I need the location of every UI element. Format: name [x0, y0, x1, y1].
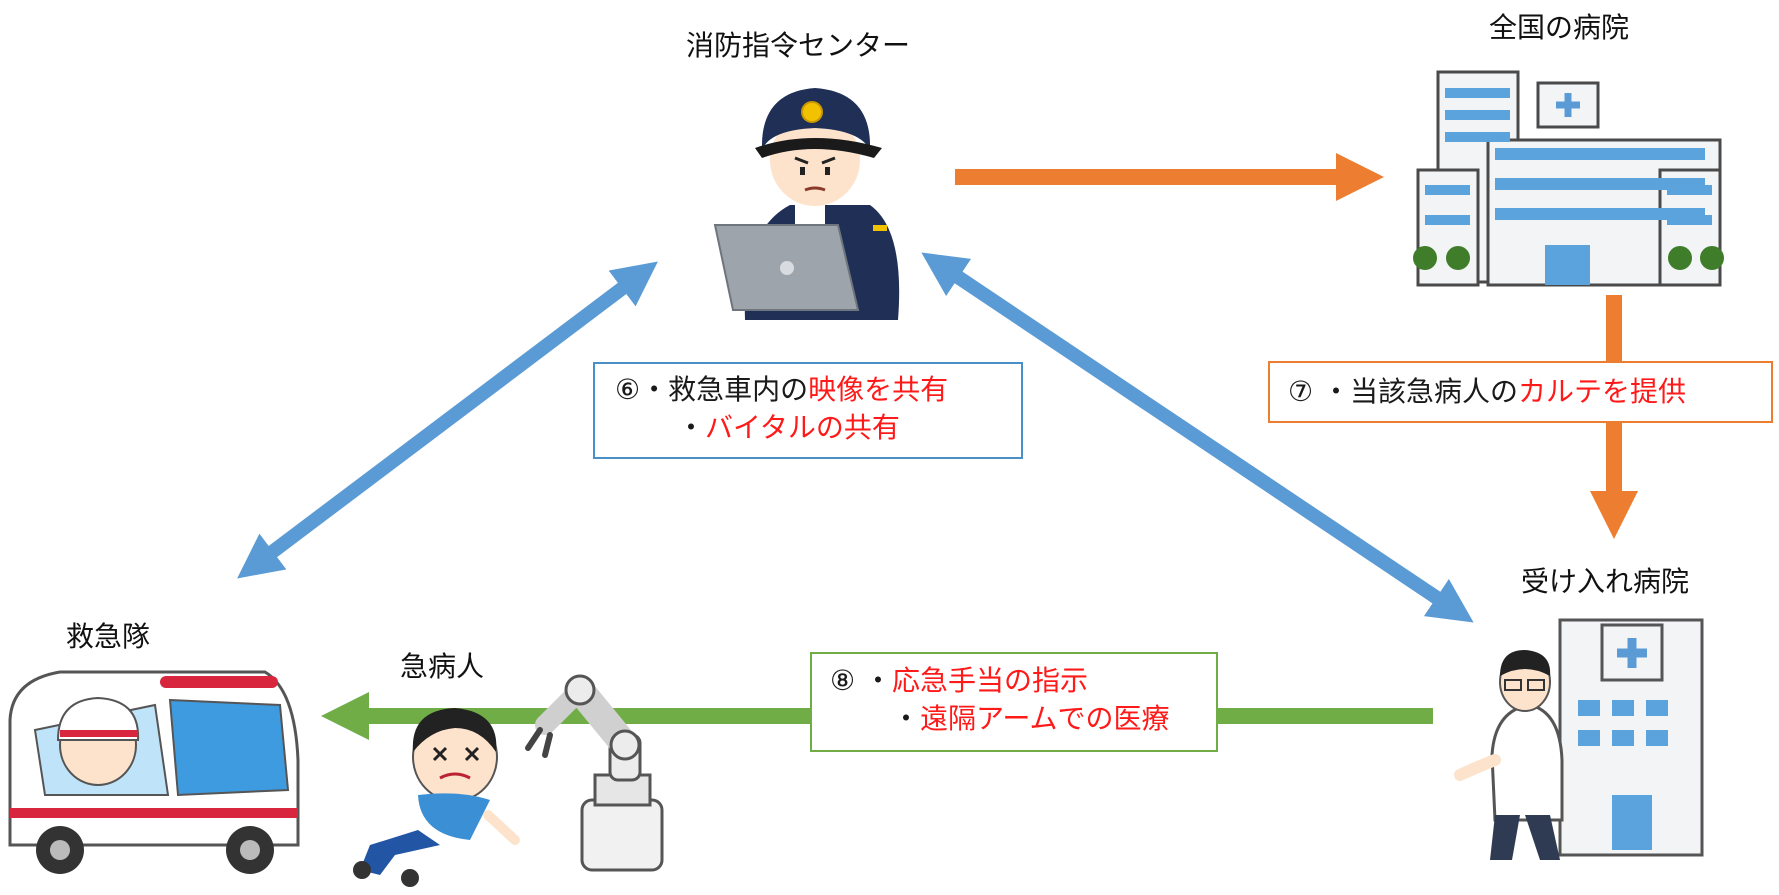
- receiving-hospital-illustration: [1454, 618, 1704, 860]
- info-box-medical-records: ⑦ ・当該急病人のカルテを提供: [1268, 361, 1773, 423]
- box-8-line1-highlight: 応急手当の指示: [892, 664, 1089, 697]
- patient-illustration: [353, 708, 520, 887]
- robot-arm-illustration: [525, 674, 664, 872]
- ambulance-illustration: [8, 670, 300, 874]
- hospitals-nationwide-label: 全国の病院: [1489, 11, 1630, 44]
- step-number-6: ⑥: [615, 373, 641, 406]
- box-6-line2-text: ・: [677, 411, 706, 444]
- arrow-center-to-ambulance: [237, 261, 658, 579]
- dispatcher-illustration: [713, 88, 900, 320]
- box-8-line2-highlight: 遠隔アームでの医療: [920, 702, 1170, 735]
- hospitals-nationwide-illustration: [1413, 70, 1724, 287]
- box-6-line1-highlight: 映像を共有: [808, 373, 949, 406]
- info-box-video-vitals: ⑥・救急車内の映像を共有 ・バイタルの共有: [593, 362, 1023, 459]
- box-6-line2-highlight: バイタルの共有: [705, 411, 900, 444]
- receiving-hospital-label: 受け入れ病院: [1521, 565, 1690, 598]
- info-box-first-aid-remote-arm: ⑧ ・応急手当の指示 ・遠隔アームでの医療: [810, 652, 1218, 752]
- box-7-line1-highlight: カルテを提供: [1518, 375, 1687, 408]
- dispatch-center-label: 消防指令センター: [686, 29, 911, 62]
- step-number-7: ⑦: [1288, 375, 1314, 408]
- patient-label: 急病人: [400, 650, 485, 683]
- arrow-center-to-receiving-hospital: [921, 252, 1474, 623]
- box-7-line1-text: ・当該急病人の: [1313, 375, 1519, 408]
- box-8-line1-text: ・: [855, 664, 893, 697]
- ambulance-team-label: 救急隊: [66, 620, 151, 653]
- box-6-line1-text: ・救急車内の: [640, 373, 809, 406]
- box-8-line2-text: ・: [892, 702, 921, 735]
- step-number-8: ⑧: [830, 664, 856, 697]
